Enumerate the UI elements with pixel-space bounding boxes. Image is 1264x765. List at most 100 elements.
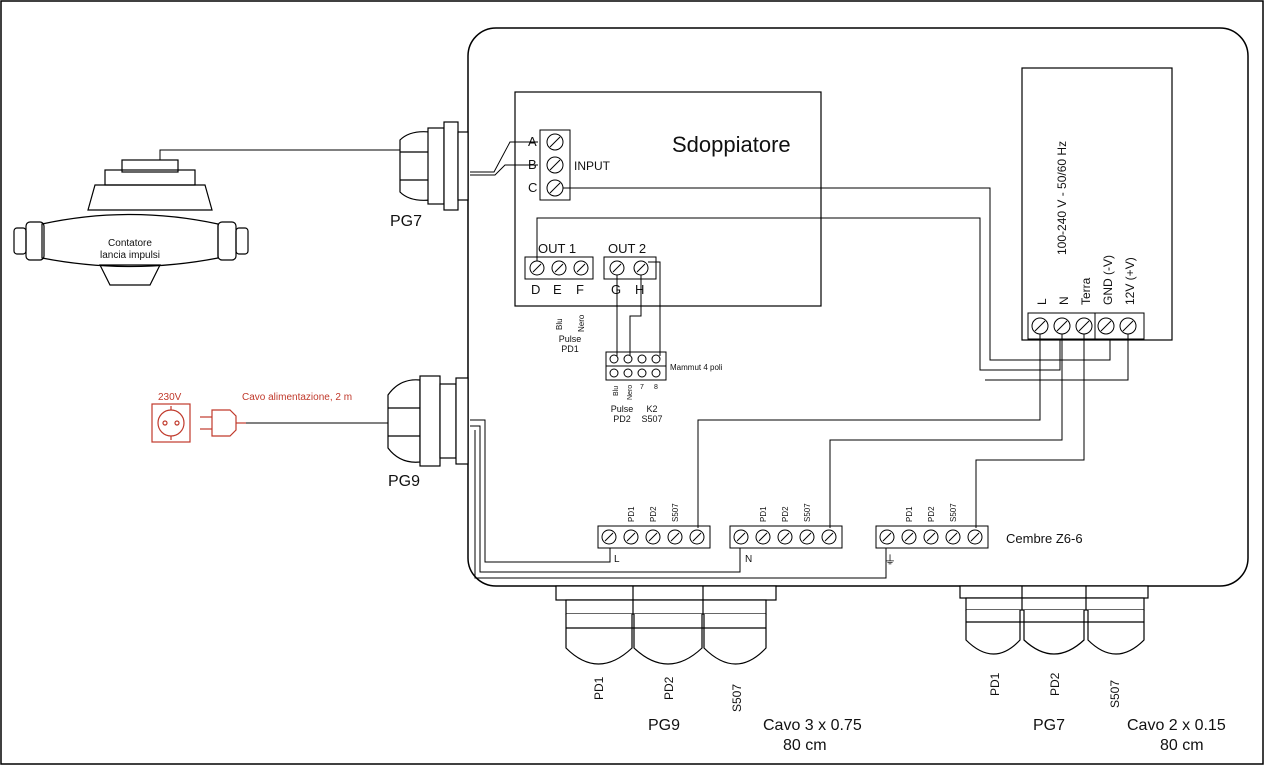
cembre-n-label: N [745,554,752,565]
bottom-pg9-glands [555,585,777,665]
water-meter [13,159,249,286]
cembre-block-n [729,525,843,549]
cembre-label: Cembre Z6-6 [1006,531,1083,546]
wire-psu-terra [975,334,1085,528]
wire-b [470,164,538,176]
input-terminal-block [539,129,571,201]
cable-left-line2: 80 cm [783,737,827,754]
out2-terminal-block [603,256,657,280]
psu-screws [1031,313,1137,339]
cable-right-line1: Cavo 2 x 0.15 [1127,717,1226,734]
psu-terminal-l: L [1035,298,1049,305]
bottom-pg9-pd2: PD2 [662,676,676,700]
outlet-label: 230V [158,392,182,403]
cembre-n-pd1: PD1 [759,506,768,522]
bottom-pg7-label: PG7 [1033,717,1065,734]
wire-psu-n [829,334,1063,528]
cembre-e-pd2: PD2 [927,506,936,522]
wire-a [470,141,538,173]
cembre-l-pd2: PD2 [649,506,658,522]
earth-symbol-icon: ⏚ [884,553,896,567]
out2-label-h: H [635,282,644,297]
out1-label-e: E [553,282,562,297]
input-screw-b [546,156,564,174]
splitter-title: Sdoppiatore [672,132,791,157]
cable-right-line2: 80 cm [1160,737,1204,754]
out1-label-d: D [531,282,540,297]
cembre-e-pd1: PD1 [905,506,914,522]
out2-screw-h [633,260,649,276]
bottom-pg7-s507: S507 [1108,680,1122,708]
cembre-l-label: L [614,554,620,565]
cembre-l-s507: S507 [671,503,680,522]
bottom-pg9-label: PG9 [648,717,680,734]
k2-label-line1: K2 [646,404,657,414]
pd1-wire-nero: Nero [577,314,586,332]
enclosure-box [467,27,1249,587]
meter-label-line2: lancia impulsi [100,250,160,261]
input-label-c: C [528,180,537,195]
bottom-pg7-pd2: PD2 [1048,672,1062,696]
mammut-connector [605,351,667,381]
pg9-left-gland [387,375,469,467]
out1-terminal-block [524,256,594,280]
pg9-left-label: PG9 [388,473,420,490]
wire-d-to-psu [536,217,1061,371]
cembre-block-l [597,525,711,549]
mains-wire-n [470,425,741,573]
cable-left-line1: Cavo 3 x 0.75 [763,717,862,734]
pd2-label-line1: Pulse [611,404,634,414]
psu-spec: 100-240 V - 50/60 Hz [1055,141,1069,255]
power-outlet-icon [151,403,191,443]
cable-label: Cavo alimentazione, 2 m [242,392,352,403]
cembre-block-earth [875,525,989,549]
input-screw-c [546,179,564,197]
wire-h [648,261,661,356]
cembre-l-pd1: PD1 [627,506,636,522]
psu-terminal-block [1027,312,1145,340]
mammut-label-8: 8 [654,384,658,391]
psu-box [1021,67,1173,341]
out1-screw-d [529,260,545,276]
bottom-pg7-glands [959,585,1149,655]
pd1-label-line1: Pulse [559,334,582,344]
mammut-label: Mammut 4 poli [670,363,723,372]
bottom-pg9-pd1: PD1 [592,676,606,700]
pg7-left-gland [399,121,469,211]
cembre-e-s507: S507 [949,503,958,522]
cembre-n-s507: S507 [803,503,812,522]
cembre-n-pd2: PD2 [781,506,790,522]
power-input: 230V Cavo alimentazione, 2 m [158,392,352,403]
psu-terminal-12v: 12V (+V) [1123,257,1137,305]
meter-label-line1: Contatore [108,238,152,249]
out1-screw-f [573,260,589,276]
out1-screw-e [551,260,567,276]
input-screw-a [546,133,564,151]
meter-cable [159,149,400,160]
out2-label: OUT 2 [608,241,646,256]
pd1-wire-blu: Blu [555,318,564,330]
mammut-label-nero: Nero [627,385,634,400]
wire-c-to-psu [563,187,1111,361]
pg7-left-label: PG7 [390,213,422,230]
input-label: INPUT [574,159,611,173]
mammut-label-7: 7 [640,384,644,391]
pd2-label-line2: PD2 [613,414,631,424]
bottom-pg9-s507: S507 [730,684,744,712]
psu-terminal-gnd: GND (-V) [1101,255,1115,305]
splitter-box [514,91,822,307]
mains-wire-earth [474,430,887,579]
out1-label: OUT 1 [538,241,576,256]
bottom-pg7-pd1: PD1 [988,672,1002,696]
psu-terminal-n: N [1057,296,1071,305]
psu-terminal-terra: Terra [1079,277,1093,305]
pd1-label-line2: PD1 [561,344,579,354]
mains-wire-l [470,419,611,563]
wire-psu-l [697,334,1041,528]
mammut-label-blu: Blu [613,386,620,396]
k2-label-line2: S507 [641,414,662,424]
wire-psu-12v [985,334,1129,381]
out1-label-f: F [576,282,584,297]
